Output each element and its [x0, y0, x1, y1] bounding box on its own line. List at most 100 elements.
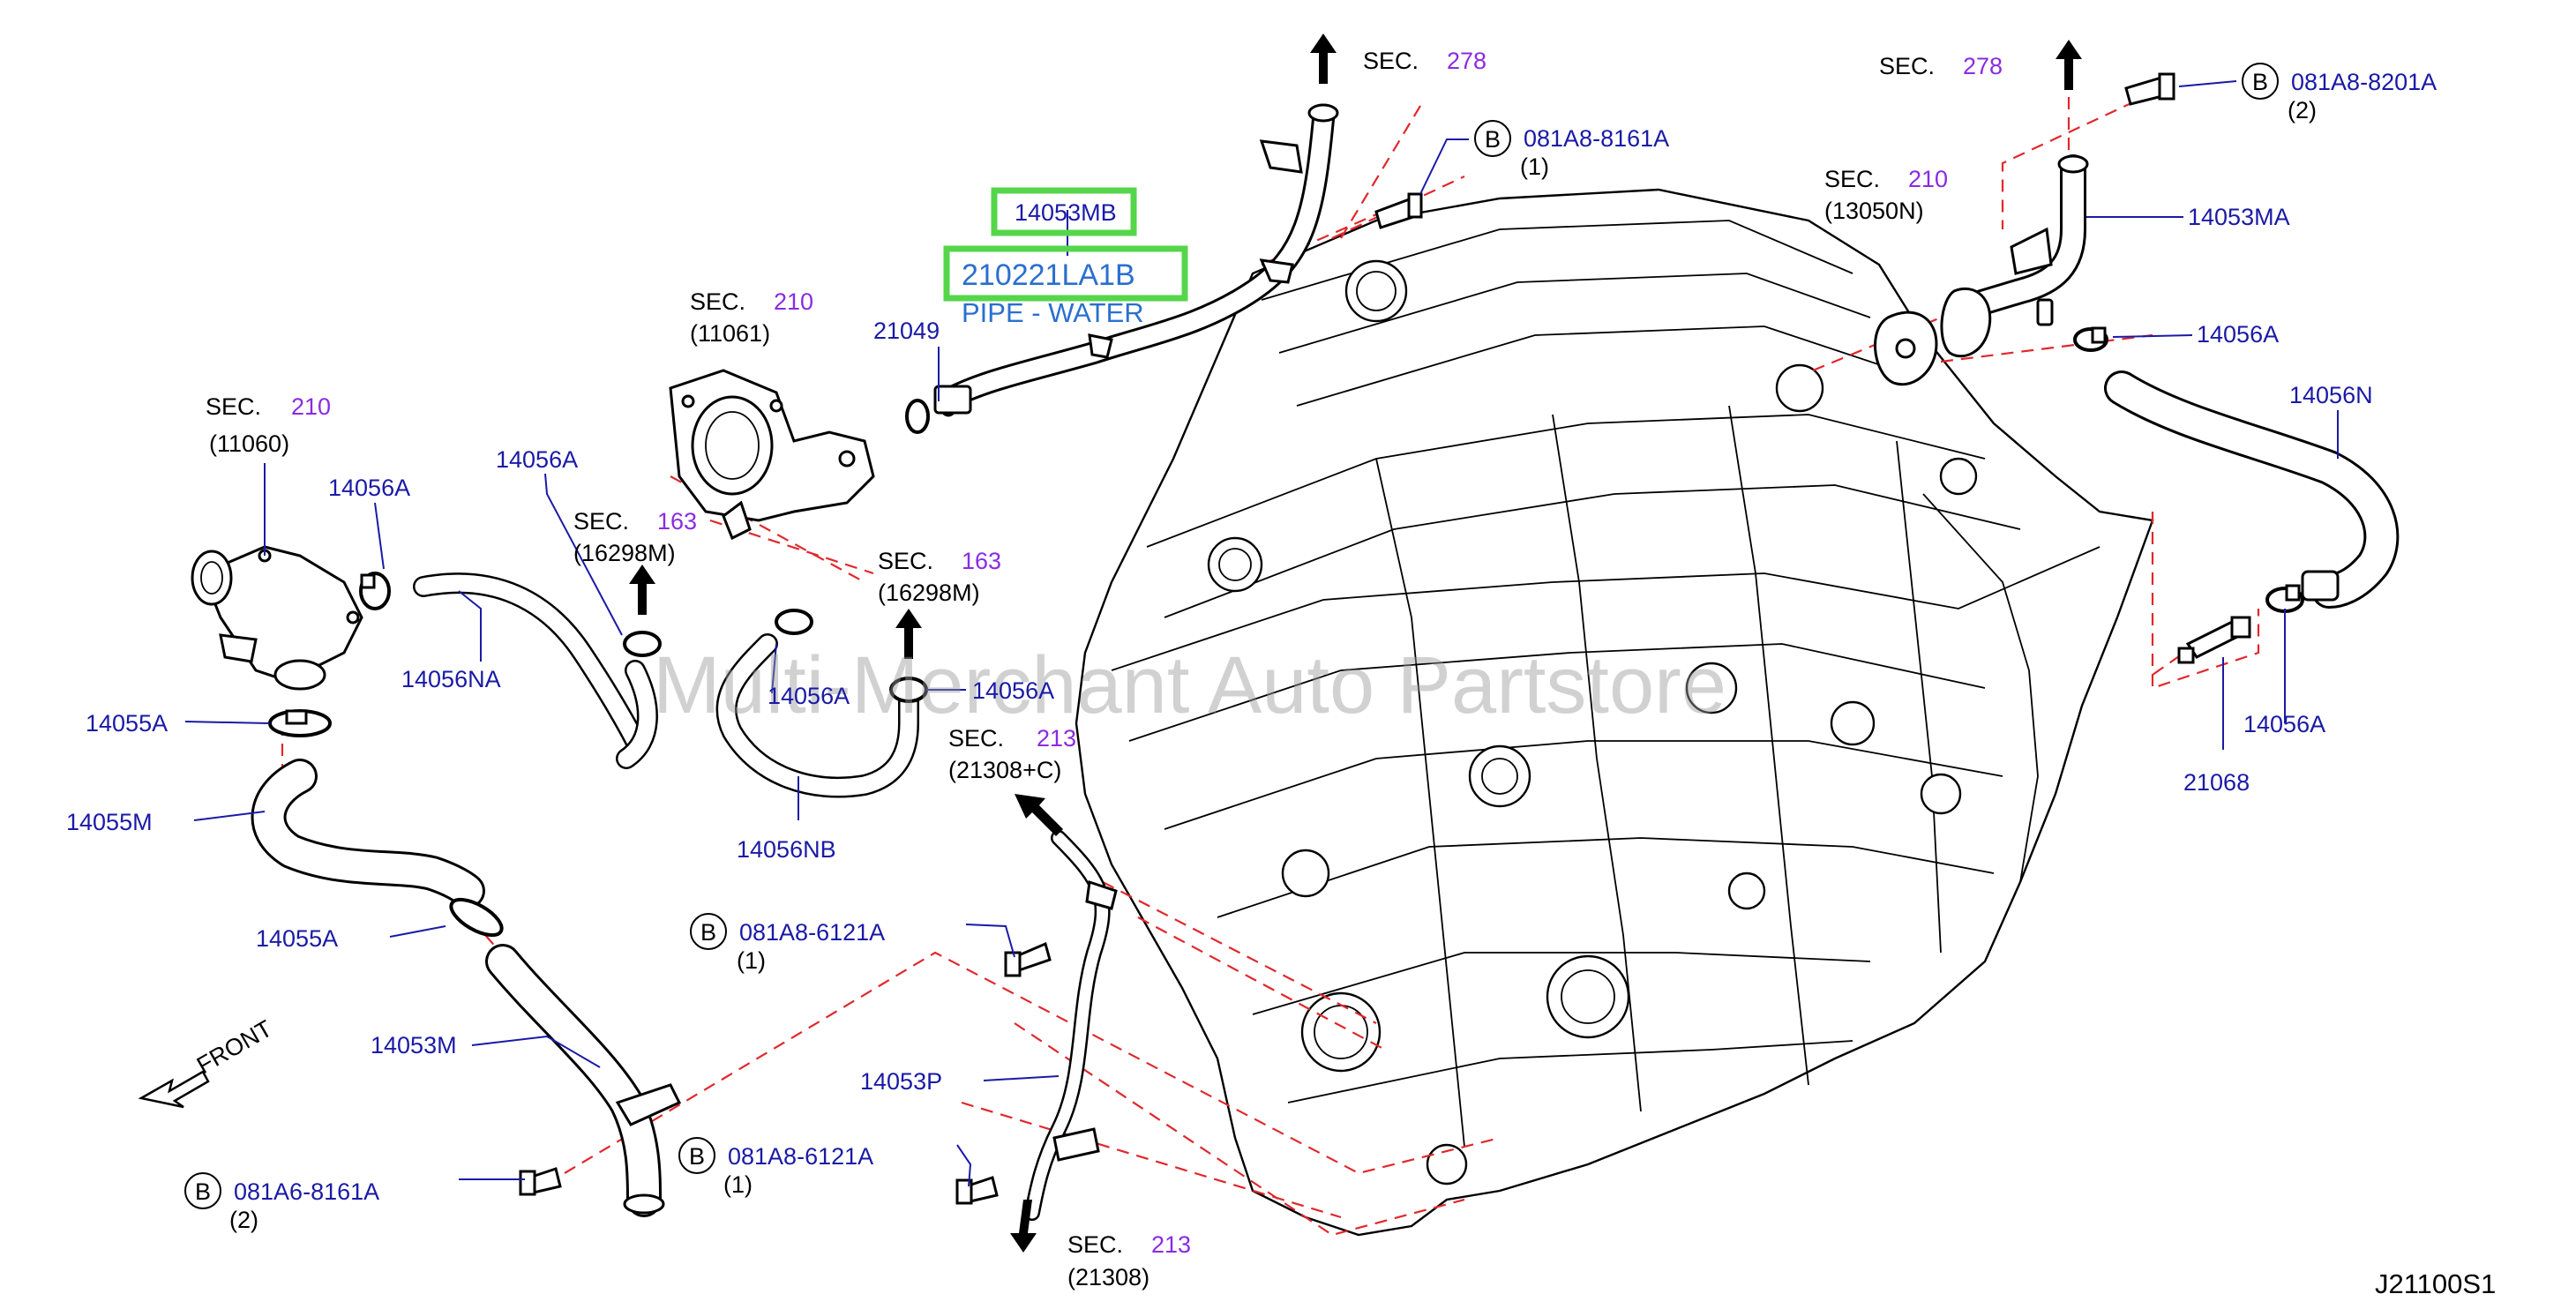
sec-label: SEC.: [1067, 1231, 1123, 1258]
front-arrow-icon: [138, 1070, 210, 1109]
watermark: Multi-Merchant Auto Partstore: [653, 640, 1726, 730]
part-14056A[interactable]: 14056A: [496, 446, 578, 473]
oring-21049[interactable]: [905, 399, 930, 434]
b-badge-letter: B: [2252, 69, 2268, 95]
b-badge-letter: B: [1485, 126, 1501, 153]
sec-278-link[interactable]: 278: [1963, 53, 2003, 79]
qty-081A8-6121A: (1): [723, 1171, 753, 1198]
part-14055A[interactable]: 14055A: [86, 710, 168, 737]
thermostat-housing-11061[interactable]: [669, 369, 875, 541]
bolt-icon-081A8-8161A-top[interactable]: [1374, 192, 1423, 229]
part-21068[interactable]: 21068: [2183, 769, 2250, 796]
sec-210-link[interactable]: 210: [774, 288, 813, 315]
part-14053M[interactable]: 14053M: [371, 1032, 457, 1058]
sec-label: SEC.: [1824, 166, 1880, 192]
sec-label: SEC.: [206, 393, 261, 420]
sec-ref-16298M: (16298M): [878, 580, 980, 606]
hose-14056NB[interactable]: [715, 633, 919, 798]
b-badge-letter: B: [689, 1143, 705, 1170]
part-081A8-8161A[interactable]: 081A8-8161A: [1524, 125, 1669, 152]
sec-ref-21308: (21308): [1067, 1264, 1149, 1290]
part-14056A[interactable]: 14056A: [972, 677, 1054, 704]
hose-14056NA[interactable]: [413, 572, 658, 769]
pipe-water-14053MA[interactable]: [1940, 154, 2089, 358]
hose-14056N[interactable]: [2104, 370, 2400, 609]
part-081A8-8201A[interactable]: 081A8-8201A: [2291, 69, 2437, 95]
part-21049[interactable]: 21049: [873, 318, 940, 344]
b-badge-icon: [2242, 63, 2279, 100]
sec-163-link[interactable]: 163: [657, 508, 697, 535]
bolt-icon-081A8-8201A[interactable]: [2124, 72, 2175, 106]
sec-label: SEC.: [1879, 53, 1935, 79]
highlight-box-14053MB: [991, 187, 1137, 236]
b-badge-letter: B: [195, 1178, 211, 1205]
front-label: FRONT: [192, 1015, 277, 1079]
clamp-14056A-mid[interactable]: [775, 609, 813, 635]
part-081A8-6121A[interactable]: 081A8-6121A: [739, 919, 885, 946]
part-14053MB[interactable]: 14053MB: [1015, 199, 1117, 226]
arrow-up-icon-sec278a: [1310, 34, 1337, 84]
bolt-icon-081A8-6121A-lower[interactable]: [955, 1176, 999, 1205]
qty-081A8-6121A: (1): [737, 947, 766, 974]
arrow-up-icon-sec163b: [895, 609, 922, 659]
water-outlet-11060[interactable]: [191, 545, 363, 691]
sec-ref-16298M: (16298M): [573, 540, 676, 566]
arrow-up-icon-sec163a: [629, 565, 655, 615]
gasket-13050N[interactable]: [1874, 310, 1938, 386]
sec-label: SEC.: [878, 548, 933, 574]
sec-ref-21308C: (21308+C): [948, 757, 1061, 783]
bolt-icon-081A8-6121A-upper[interactable]: [1004, 941, 1052, 977]
sec-163-link[interactable]: 163: [962, 548, 1001, 574]
part-14055M[interactable]: 14055M: [66, 809, 153, 835]
part-14056A[interactable]: 14056A: [328, 475, 410, 501]
b-badge-icon: [184, 1172, 221, 1209]
sec-ref-13050N: (13050N): [1824, 198, 1924, 224]
b-badge-letter: B: [700, 919, 716, 946]
part-14053MA[interactable]: 14053MA: [2188, 204, 2290, 230]
clamp-14056A-top[interactable]: [623, 631, 662, 657]
sec-label: SEC.: [690, 288, 745, 315]
clamp-14056A-right-top[interactable]: [2073, 326, 2108, 352]
arrow-up-icon-sec278b: [2056, 40, 2082, 90]
pipe-14053M[interactable]: [485, 944, 682, 1217]
hose-14055M[interactable]: [251, 759, 485, 909]
b-badge-icon: [678, 1137, 715, 1174]
sec-210-link[interactable]: 210: [1908, 166, 1948, 192]
sec-label: SEC.: [948, 725, 1004, 752]
sec-ref-11061: (11061): [690, 320, 770, 347]
sec-213-link[interactable]: 213: [1151, 1231, 1191, 1258]
part-14056A[interactable]: 14056A: [2197, 321, 2279, 348]
part-14056N[interactable]: 14056N: [2289, 382, 2373, 408]
part-14056NB[interactable]: 14056NB: [737, 836, 836, 863]
sec-213-link[interactable]: 213: [1037, 725, 1076, 752]
clamp-14056A-right-bottom[interactable]: [2265, 584, 2304, 613]
arrow-down-icon-sec213b: [1010, 1200, 1037, 1253]
sec-label: SEC.: [1363, 48, 1419, 74]
sec-label: SEC.: [573, 508, 629, 535]
clamp-14056A-left[interactable]: [359, 572, 391, 610]
part-14056NA[interactable]: 14056NA: [401, 666, 501, 692]
clamp-14055A-top[interactable]: [268, 709, 332, 737]
pipe-14053P[interactable]: [1024, 830, 1118, 1221]
highlight-box-210221LA1B: [943, 245, 1188, 302]
part-081A8-6121A[interactable]: 081A8-6121A: [728, 1143, 873, 1170]
valve-21068[interactable]: [2177, 616, 2251, 664]
part-14056A[interactable]: 14056A: [2243, 711, 2325, 737]
leader-lines: [184, 80, 2339, 1187]
bolt-icon-081A6-8161A[interactable]: [519, 1167, 562, 1196]
qty-081A8-8201A: (2): [2288, 97, 2317, 123]
part-081A6-8161A[interactable]: 081A6-8161A: [234, 1178, 379, 1205]
arrow-upleft-icon-sec213a: [1015, 794, 1063, 836]
part-14053P[interactable]: 14053P: [860, 1068, 942, 1095]
diagram-code: J21100S1: [2375, 1268, 2496, 1299]
sec-278-link[interactable]: 278: [1447, 48, 1486, 74]
part-14055A[interactable]: 14055A: [256, 925, 338, 952]
sec-210-link[interactable]: 210: [291, 393, 331, 420]
pipe-water-14053MB[interactable]: [933, 103, 1339, 417]
part-14056A[interactable]: 14056A: [768, 683, 850, 709]
b-badge-icon: [1474, 120, 1511, 157]
clamp-14055A-bottom[interactable]: [446, 893, 506, 942]
part-210221LA1B[interactable]: 210221LA1B: [962, 258, 1135, 292]
qty-081A6-8161A: (2): [229, 1207, 258, 1233]
